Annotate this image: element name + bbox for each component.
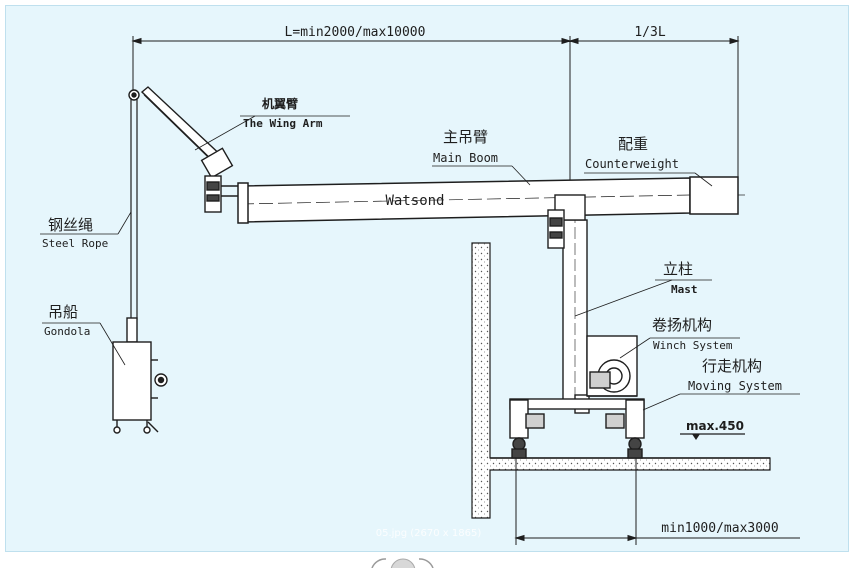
moving-system-callout: 行走机构 Moving System [642, 357, 800, 411]
winch-callout: 卷扬机构 Winch System [619, 316, 740, 359]
moving-system [509, 398, 645, 459]
main-boom [237, 177, 691, 224]
wing-arm-label-en: The Wing Arm [243, 117, 323, 130]
winch-label-en: Winch System [653, 339, 733, 352]
gondola-label-en: Gondola [44, 325, 90, 338]
counterweight-length-dimension: 1/3L [634, 25, 665, 40]
wing-arm-callout: 机翼臂 The Wing Arm [194, 96, 350, 151]
mast-label-zh: 立柱 [663, 260, 693, 278]
viewer-nav[interactable] [371, 558, 434, 568]
max-height-marker: max.450 [680, 419, 745, 440]
winch-label-zh: 卷扬机构 [652, 316, 712, 334]
main-boom-label-zh: 主吊臂 [443, 128, 488, 146]
mast [547, 194, 590, 414]
gondola-callout: 吊船 Gondola [42, 303, 126, 366]
steel-rope-label-en: Steel Rope [42, 237, 108, 250]
mast-label-en: Mast [671, 283, 698, 296]
top-dimension [131, 36, 740, 195]
boom-length-dimension: L=min2000/max10000 [285, 25, 426, 40]
max-height-label: max.450 [686, 419, 744, 433]
mast-callout: 立柱 Mast [574, 260, 712, 317]
counterweight-label-zh: 配重 [618, 135, 648, 153]
moving-system-label-en: Moving System [688, 379, 782, 393]
winch-system [586, 335, 638, 397]
gondola [112, 317, 168, 434]
boom-brand-label: Watsond [385, 193, 444, 209]
steel-rope [130, 98, 138, 320]
counterweight [689, 176, 745, 215]
bottom-dimension [514, 458, 800, 545]
steel-rope-label-zh: 钢丝绳 [48, 216, 93, 234]
gondola-label-zh: 吊船 [48, 303, 78, 321]
counterweight-callout: 配重 Counterweight [584, 135, 713, 187]
base-span-dimension: min1000/max3000 [661, 521, 778, 536]
main-boom-label-en: Main Boom [433, 151, 498, 165]
main-boom-callout: 主吊臂 Main Boom [432, 128, 531, 186]
counterweight-label-en: Counterweight [585, 157, 679, 171]
wing-arm [128, 86, 238, 213]
image-caption: 05.jpg (2670 x 1865) [375, 528, 482, 539]
steel-rope-callout: 钢丝绳 Steel Rope [40, 211, 132, 250]
wing-arm-label-zh: 机翼臂 [262, 96, 298, 111]
moving-system-label-zh: 行走机构 [702, 357, 762, 375]
